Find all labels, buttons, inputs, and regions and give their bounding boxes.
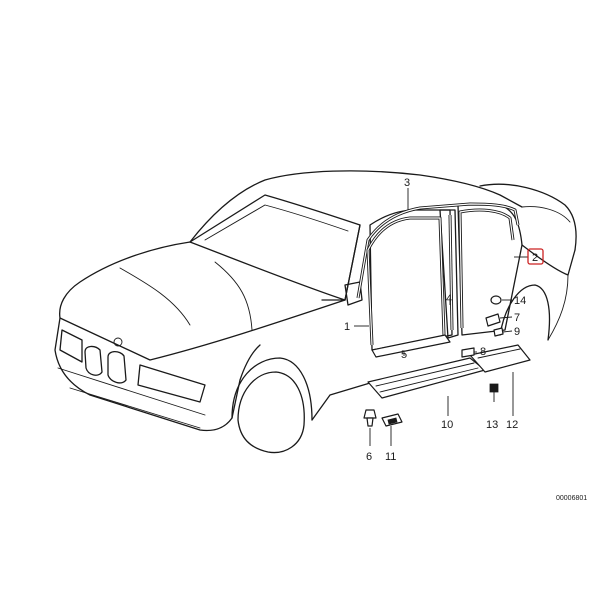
callout-3: 3 <box>404 177 410 189</box>
windshield-outline <box>189 194 361 301</box>
trunk-line <box>521 206 571 223</box>
callout-9: 9 <box>514 326 520 338</box>
bumper-line-2 <box>69 387 201 429</box>
rear-door-seal-2 <box>458 208 515 329</box>
grille-right <box>107 350 127 384</box>
sill-parts <box>363 295 531 427</box>
front-wheel-arch <box>231 357 313 421</box>
mirror <box>344 281 363 306</box>
headlight-left <box>59 329 83 363</box>
callouts: 1 2 3 4 5 6 7 8 9 10 11 12 13 14 <box>344 177 544 463</box>
callout-6: 6 <box>366 451 372 463</box>
leader-lines <box>354 188 528 446</box>
headlight-right <box>137 364 206 403</box>
badge-icon <box>113 337 123 347</box>
grille-left <box>84 345 103 376</box>
callout-12: 12 <box>506 419 518 431</box>
callout-10: 10 <box>441 419 453 431</box>
a-pillar <box>321 224 361 301</box>
hood-crease-left <box>119 267 191 326</box>
callout-14: 14 <box>514 295 526 307</box>
callout-7: 7 <box>514 312 520 324</box>
fastener-6 <box>363 409 377 419</box>
clip-8 <box>461 347 475 358</box>
clip-9 <box>493 327 504 337</box>
rear-body-edge <box>547 274 569 341</box>
bracket-7 <box>485 313 501 327</box>
callout-2: 2 <box>532 252 538 264</box>
trunk-outline <box>479 183 577 251</box>
sill-trim-10 <box>367 357 486 399</box>
callout-5: 5 <box>401 349 407 361</box>
roof-outline <box>189 170 523 243</box>
hood-crease-right <box>214 261 253 331</box>
door-seals <box>356 202 520 346</box>
front-fascia <box>54 317 261 432</box>
callout-2-highlight-box <box>527 248 544 265</box>
front-door-seal-1 <box>366 216 446 346</box>
screw-13 <box>489 383 499 393</box>
callout-4: 4 <box>446 293 452 305</box>
callout-13: 13 <box>486 419 498 431</box>
callout-1: 1 <box>344 321 350 333</box>
windshield-inner <box>204 204 349 241</box>
callout-11: 11 <box>385 451 396 463</box>
reference-code: 00006801 <box>556 495 587 502</box>
callout-8: 8 <box>480 346 486 358</box>
front-wheel <box>237 371 305 454</box>
bumper-line-1 <box>57 367 206 416</box>
rear-wheel-arch <box>499 284 551 341</box>
rear-sill-12 <box>469 344 531 373</box>
grommet-14 <box>490 295 502 305</box>
b-pillar <box>439 209 459 339</box>
hood-outline <box>59 241 346 361</box>
sill-strip-5 <box>371 334 451 358</box>
